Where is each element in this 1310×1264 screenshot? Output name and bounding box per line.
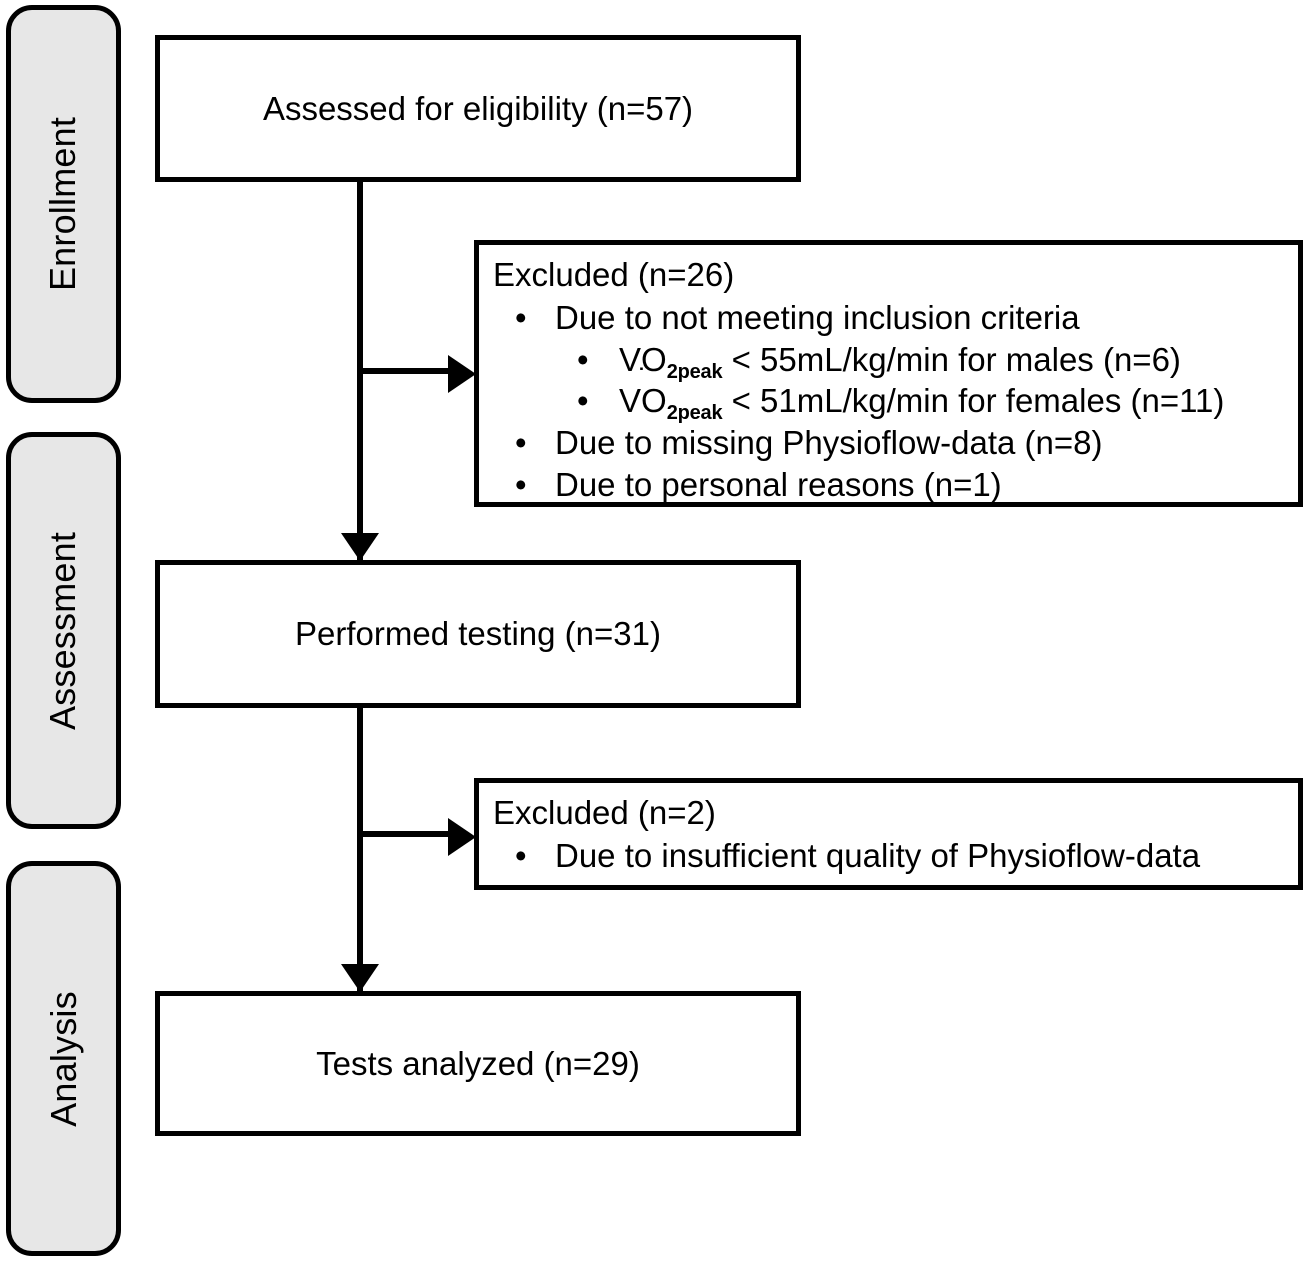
excluded1-reason-1-text: Due to missing Physioflow-data (n=8) [555, 424, 1103, 462]
stage-pill-assessment: Assessment [6, 432, 121, 829]
excluded2-reason-list: • Due to insufficient quality of Physiof… [493, 835, 1288, 876]
connector-assessed-to-excluded1-arrowhead [448, 355, 476, 393]
list-item: • VO2peak < 55mL/kg/min for males (n=6) [555, 339, 1288, 383]
vo2peak-subscript-0: 2peak [666, 360, 723, 383]
connector-assessed-to-performed-line [357, 181, 363, 574]
list-item: • VO2peak < 51mL/kg/min for females (n=1… [555, 380, 1288, 425]
bullet-icon: • [577, 382, 589, 420]
excluded2-reason-0-text: Due to insufficient quality of Physioflo… [555, 837, 1201, 875]
list-item: • Due to missing Physioflow-data (n=8) [493, 422, 1288, 463]
excluded2-title: Excluded (n=2) [493, 794, 716, 831]
bullet-icon: • [515, 424, 527, 462]
excluded1-title: Excluded (n=26) [493, 256, 735, 293]
excluded1-criteria-0-text: < 55mL/kg/min for males (n=6) [722, 340, 1181, 378]
excluded1-reason-2-text: Due to personal reasons (n=1) [555, 465, 1002, 503]
box-tests-analyzed: Tests analyzed (n=29) [155, 991, 801, 1136]
bullet-icon: • [577, 340, 589, 378]
box-excluded-assessment: Excluded (n=2) • Due to insufficient qua… [474, 778, 1303, 890]
excluded1-reason-list: • Due to not meeting inclusion criteria … [493, 297, 1288, 505]
bullet-icon: • [515, 465, 527, 503]
list-item: • Due to personal reasons (n=1) [493, 464, 1288, 505]
connector-performed-to-analyzed-line [357, 707, 363, 1005]
bullet-icon: • [515, 837, 527, 875]
vo2peak-subscript-1: 2peak [666, 402, 723, 425]
stage-label-assessment: Assessment [42, 531, 84, 730]
box-performed-testing: Performed testing (n=31) [155, 560, 801, 708]
excluded1-criteria-1-text: < 51mL/kg/min for females (n=11) [722, 382, 1225, 420]
connector-performed-to-excluded2-arrowhead [448, 818, 476, 856]
connector-assessed-to-excluded1-line [357, 368, 452, 374]
box-assessed-for-eligibility: Assessed for eligibility (n=57) [155, 35, 801, 182]
box-performed-label: Performed testing (n=31) [295, 615, 661, 653]
box-analyzed-label: Tests analyzed (n=29) [316, 1044, 640, 1082]
box-excluded-enrollment: Excluded (n=26) • Due to not meeting inc… [474, 240, 1303, 507]
bullet-icon: • [515, 299, 527, 337]
list-item: • Due to insufficient quality of Physiof… [493, 835, 1288, 876]
stage-label-enrollment: Enrollment [42, 116, 84, 292]
connector-performed-to-excluded2-line [357, 831, 452, 837]
connector-assessed-to-performed-arrowhead [341, 533, 379, 561]
stage-pill-enrollment: Enrollment [6, 5, 121, 403]
excluded1-reason-0-text: Due to not meeting inclusion criteria [555, 299, 1080, 337]
stage-pill-analysis: Analysis [6, 861, 121, 1256]
box-assessed-label: Assessed for eligibility (n=57) [262, 89, 694, 127]
list-item: • Due to not meeting inclusion criteria … [493, 297, 1288, 425]
excluded1-criteria-sublist: • VO2peak < 55mL/kg/min for males (n=6) … [555, 339, 1288, 425]
stage-label-analysis: Analysis [42, 990, 84, 1127]
vo2peak-measure-1: VO [619, 380, 667, 422]
connector-performed-to-analyzed-arrowhead [341, 964, 379, 992]
